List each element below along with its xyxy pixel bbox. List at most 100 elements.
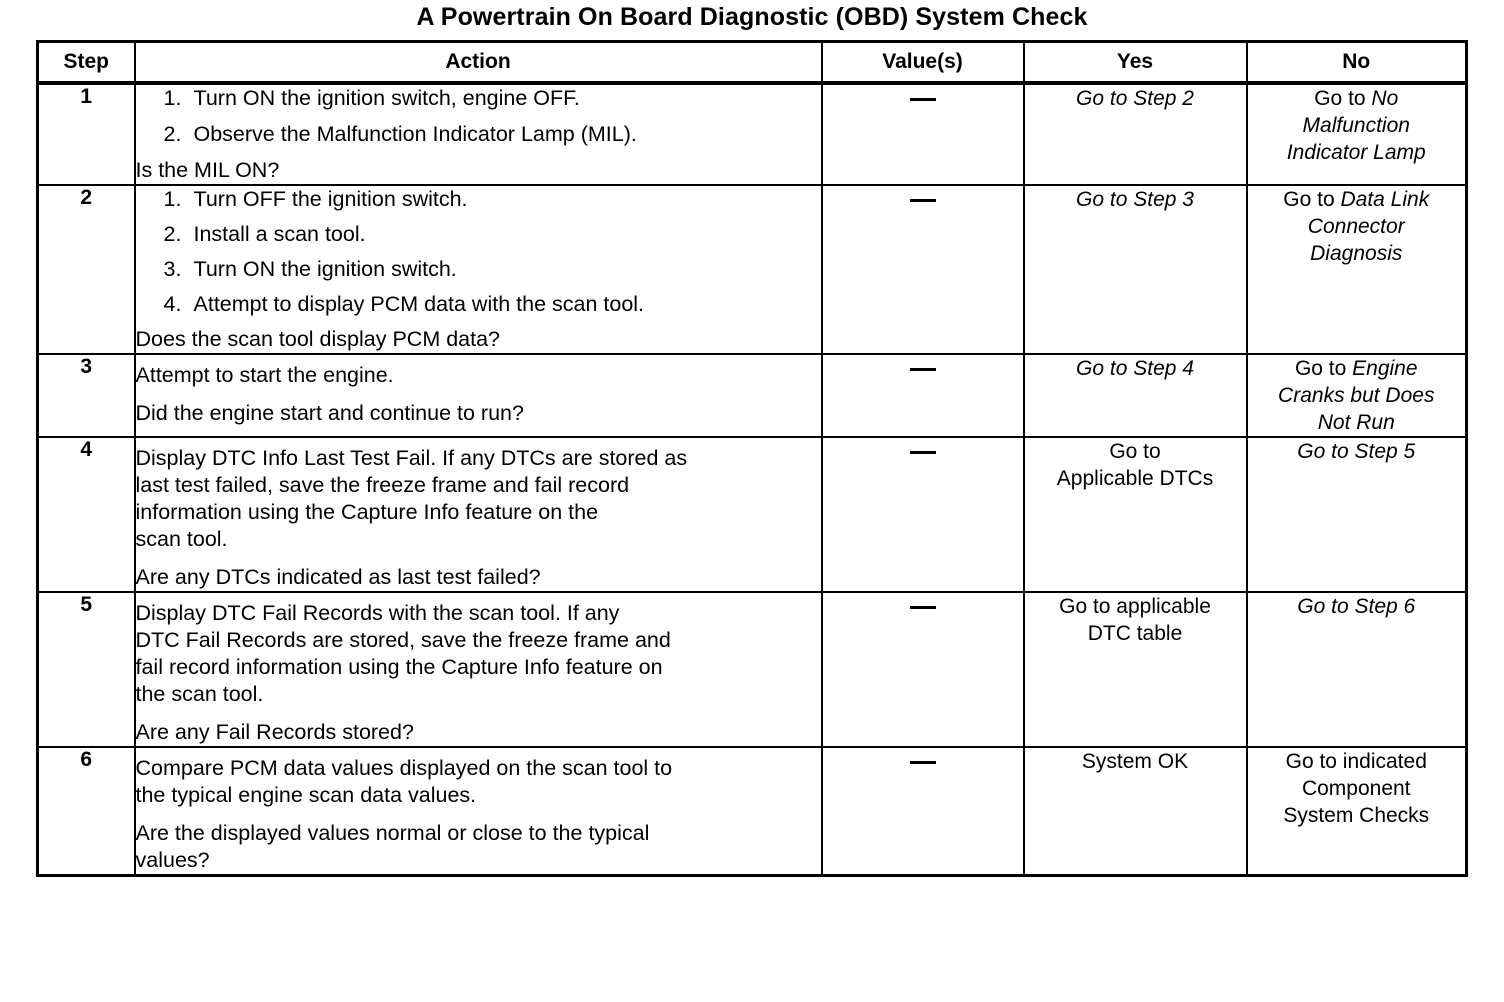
action-step-text: Turn ON the ignition switch, engine OFF.	[193, 86, 580, 110]
action-step-item: 4. Attempt to display PCM data with the s…	[136, 291, 821, 318]
branch-text-line: Go to Engine	[1248, 355, 1466, 382]
branch-text-line: Connector	[1248, 213, 1466, 240]
branch-text-line: Go to No	[1248, 85, 1466, 112]
value-cell	[820, 82, 1025, 186]
action-step-item: 1. Turn OFF the ignition switch.	[136, 186, 821, 213]
branch-text-line: Component	[1248, 775, 1466, 802]
branch-text-plain: Go to	[1314, 87, 1372, 110]
branch-text-line: System Checks	[1248, 802, 1466, 829]
branch-text-reference: Data Link	[1340, 188, 1430, 211]
column-header-value: Value(s)	[820, 40, 1025, 85]
branch-text-line: Applicable DTCs	[1025, 465, 1246, 492]
column-header-no: No	[1245, 40, 1468, 85]
value-cell	[820, 184, 1025, 355]
yes-branch-cell: Go to Step 2	[1022, 82, 1248, 186]
action-question: Are any Fail Records stored?	[135, 720, 414, 744]
branch-text-reference: Go to Step 4	[1076, 357, 1194, 380]
action-question: Are the displayed values normal or close…	[135, 821, 650, 845]
branch-text-line: Go to	[1025, 438, 1246, 465]
branch-text-reference: Malfunction	[1302, 114, 1410, 137]
action-paragraph-line: information using the Capture Info featu…	[135, 500, 599, 524]
action-step-item: 1.Turn ON the ignition switch, engine OF…	[136, 85, 821, 112]
branch-text-plain: DTC table	[1087, 622, 1183, 645]
branch-text-plain: Go to	[1109, 440, 1161, 463]
action-cell: Display DTC Fail Records with the scan t…	[133, 591, 823, 748]
action-step-text: Turn OFF the ignition switch.	[193, 187, 468, 211]
branch-text-line: Go to applicable	[1025, 593, 1246, 620]
branch-text-line: Go to Data Link	[1248, 186, 1466, 213]
branch-text-line: Go to indicated	[1248, 748, 1466, 775]
title-bar: A Powertrain On Board Diagnostic (OBD) S…	[0, 0, 1504, 32]
em-dash-mark	[909, 760, 936, 764]
action-step-list: 1.Turn ON the ignition switch, engine OF…	[136, 85, 821, 148]
branch-text-plain: System Checks	[1283, 804, 1430, 827]
action-step-number: 2.	[163, 222, 182, 246]
branch-text-reference: Engine	[1352, 357, 1418, 380]
branch-text-reference: Go to Step 6	[1297, 595, 1416, 618]
em-dash-mark	[909, 97, 936, 101]
action-question: Are any DTCs indicated as last test fail…	[135, 565, 541, 589]
column-header-action: Action	[133, 40, 823, 85]
action-step-text: Turn ON the ignition switch.	[193, 257, 457, 281]
action-question: values?	[135, 848, 210, 872]
action-step-number: 2.	[163, 122, 182, 146]
table-row: 2 1. Turn OFF the ignition switch. 2. Instal…	[36, 184, 1468, 355]
action-question: Does the scan tool display PCM data?	[135, 327, 501, 351]
branch-text-reference: Indicator Lamp	[1286, 141, 1426, 164]
action-step-number: 3.	[163, 257, 182, 281]
branch-text-line: Go to Step 3	[1025, 186, 1246, 213]
branch-text-line: Go to Step 5	[1248, 438, 1466, 465]
branch-text-reference: Diagnosis	[1310, 242, 1403, 265]
action-cell: Display DTC Info Last Test Fail. If any …	[133, 436, 823, 593]
action-step-text: Attempt to display PCM data with the sca…	[193, 292, 645, 316]
header-row: Step Action Value(s) Yes No	[36, 40, 1468, 85]
step-number-cell: 6	[36, 746, 136, 877]
branch-text-plain: Go to indicated	[1285, 750, 1427, 773]
step-number-cell: 5	[36, 591, 136, 748]
action-paragraph-line: Display DTC Info Last Test Fail. If any …	[135, 446, 688, 470]
table-head: Step Action Value(s) Yes No	[36, 40, 1468, 85]
action-paragraph-line: the scan tool.	[135, 682, 264, 706]
branch-text-line: Indicator Lamp	[1248, 139, 1466, 166]
branch-text-plain: Applicable DTCs	[1056, 467, 1214, 490]
action-step-list: 1. Turn OFF the ignition switch. 2. Install…	[136, 186, 821, 318]
step-number-cell: 1	[36, 82, 136, 186]
action-cell: 1.Turn ON the ignition switch, engine OF…	[133, 82, 823, 186]
branch-text-plain: Component	[1301, 777, 1411, 800]
value-cell	[820, 436, 1025, 593]
value-cell	[820, 353, 1025, 438]
branch-text-line: Go to Step 2	[1025, 85, 1246, 112]
yes-branch-cell: Go to Step 4	[1022, 353, 1248, 438]
value-cell	[820, 746, 1025, 877]
em-dash-mark	[909, 367, 936, 371]
yes-branch-cell: System OK	[1022, 746, 1248, 877]
action-step-text: Install a scan tool.	[193, 222, 366, 246]
column-header-step: Step	[36, 40, 136, 85]
em-dash-mark	[909, 198, 936, 202]
action-step-number: 4.	[163, 292, 182, 316]
no-branch-cell: Go to Step 5	[1245, 436, 1468, 593]
action-cell: 1. Turn OFF the ignition switch. 2. Install…	[133, 184, 823, 355]
action-step-number: 1.	[163, 187, 182, 211]
value-cell	[820, 591, 1025, 748]
branch-text-reference: Go to Step 3	[1076, 188, 1194, 211]
action-paragraph-line: the typical engine scan data values.	[135, 783, 477, 807]
action-step-item: 2.Observe the Malfunction Indicator Lamp…	[136, 121, 821, 148]
branch-text-line: Diagnosis	[1248, 240, 1466, 267]
step-number-cell: 2	[36, 184, 136, 355]
yes-branch-cell: Go to Applicable DTCs	[1022, 436, 1248, 593]
action-cell: Attempt to start the engine.Did the engi…	[133, 353, 823, 438]
action-cell: Compare PCM data values displayed on the…	[133, 746, 823, 877]
